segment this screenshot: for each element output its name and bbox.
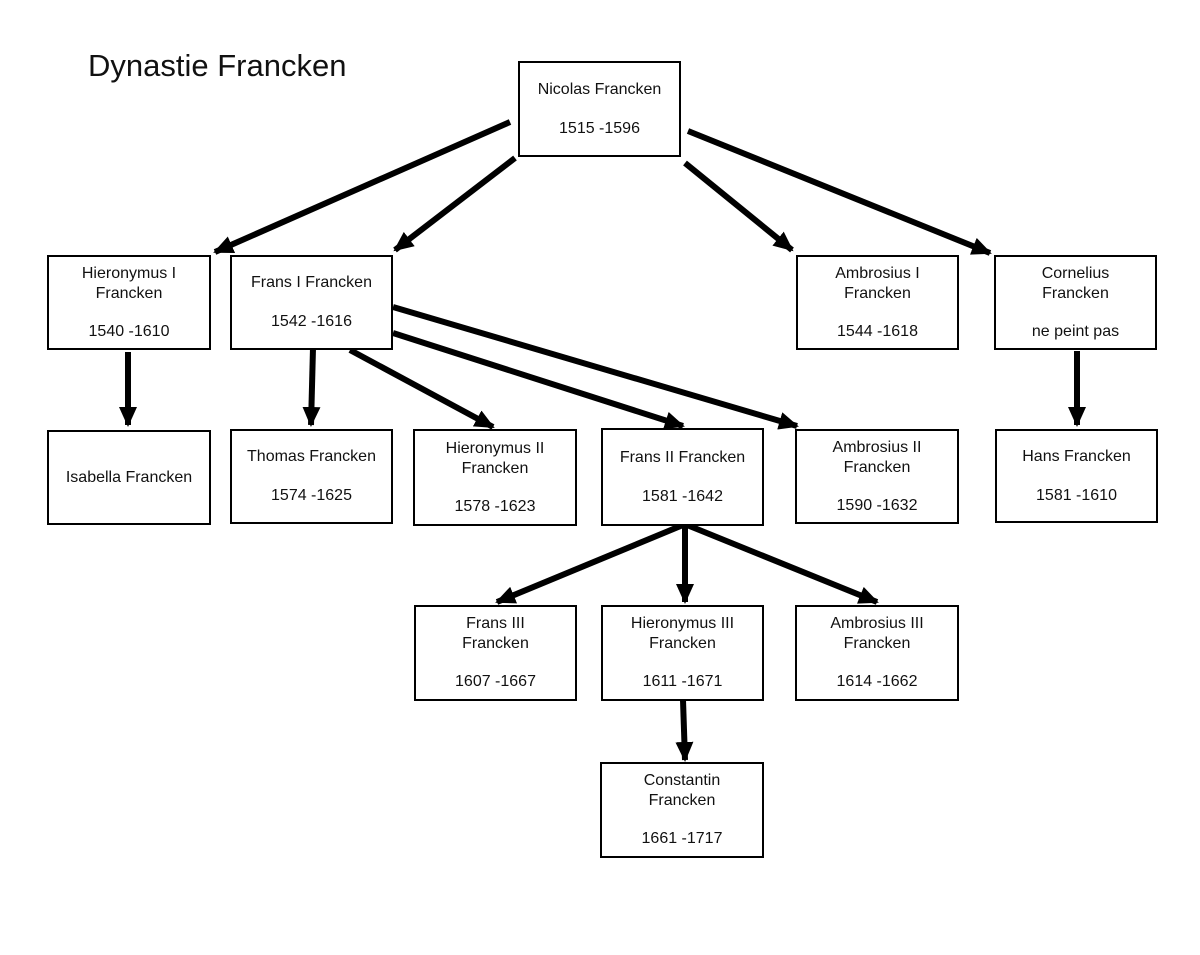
- node-years: 1581 -1610: [1036, 486, 1117, 504]
- node-years: 1544 -1618: [837, 322, 918, 340]
- node-years: 1515 -1596: [559, 119, 640, 137]
- node-frans-iii-francken: Frans III Francken 1607 -1667: [414, 605, 577, 701]
- node-name: Constantin Francken: [643, 772, 721, 809]
- node-years: 1581 -1642: [642, 487, 723, 505]
- arrow-frans1-to-frans2: [392, 330, 685, 430]
- diagram-title: Dynastie Francken: [88, 48, 347, 83]
- node-name: Frans II Francken: [619, 448, 746, 466]
- node-cornelius-francken: Cornelius Francken ne peint pas: [994, 255, 1157, 350]
- node-years: 1614 -1662: [836, 673, 918, 690]
- arrow-frans1-to-thomas: [302, 347, 321, 427]
- node-years: 1661 -1717: [641, 830, 723, 847]
- node-name: Hieronymus II Francken: [445, 439, 545, 477]
- node-hieronymus-ii-francken: Hieronymus II Francken 1578 -1623: [413, 429, 577, 526]
- node-name: Isabella Francken: [65, 468, 193, 486]
- node-hieronymus-i-francken: Hieronymus I Francken 1540 -1610: [47, 255, 211, 350]
- node-name: Ambrosius III Francken: [830, 615, 924, 652]
- node-name: Nicolas Francken: [537, 80, 662, 98]
- arrow-nicolas-to-cornelius: [686, 128, 992, 256]
- node-constantin-francken: Constantin Francken 1661 -1717: [600, 762, 764, 858]
- node-thomas-francken: Thomas Francken 1574 -1625: [230, 429, 393, 524]
- node-ambrosius-ii-francken: Ambrosius II Francken 1590 -1632: [795, 429, 959, 524]
- node-name: Thomas Francken: [247, 448, 376, 465]
- node-name: Cornelius Francken: [1041, 264, 1110, 302]
- arrow-hieronymus3-to-constantin: [675, 699, 694, 762]
- node-name: Frans I Francken: [251, 274, 372, 291]
- node-name: Ambrosius II Francken: [832, 438, 922, 476]
- node-name: Hieronymus I Francken: [81, 264, 177, 302]
- node-frans-i-francken: Frans I Francken 1542 -1616: [230, 255, 393, 350]
- node-years: 1590 -1632: [836, 496, 918, 514]
- node-ambrosius-i-francken: Ambrosius I Francken 1544 -1618: [796, 255, 959, 350]
- node-isabella-francken: Isabella Francken: [47, 430, 211, 525]
- node-name: Hieronymus III Francken: [630, 615, 735, 652]
- node-years: 1540 -1610: [88, 322, 170, 340]
- arrow-frans2-to-ambrosius3: [685, 522, 879, 605]
- node-name: Frans III Francken: [462, 615, 529, 652]
- node-hieronymus-iii-francken: Hieronymus III Francken 1611 -1671: [601, 605, 764, 701]
- node-years: ne peint pas: [1031, 322, 1120, 340]
- node-name: Ambrosius I Francken: [835, 264, 920, 302]
- node-frans-ii-francken: Frans II Francken 1581 -1642: [601, 428, 764, 526]
- arrow-frans2-to-frans3: [495, 522, 685, 605]
- node-name: Hans Francken: [1022, 447, 1131, 465]
- arrow-nicolas-to-hieronymus1: [213, 119, 512, 255]
- node-years: 1542 -1616: [271, 313, 352, 330]
- arrow-frans1-to-ambrosius2: [392, 304, 799, 430]
- arrow-nicolas-to-ambrosius1: [683, 160, 794, 253]
- node-hans-francken: Hans Francken 1581 -1610: [995, 429, 1158, 523]
- node-years: 1611 -1671: [642, 673, 723, 690]
- node-ambrosius-iii-francken: Ambrosius III Francken 1614 -1662: [795, 605, 959, 701]
- node-years: 1578 -1623: [454, 497, 536, 515]
- node-years: 1574 -1625: [271, 487, 352, 504]
- arrow-frans1-to-hieronymus2: [348, 347, 495, 430]
- arrow-nicolas-to-frans1: [393, 155, 517, 253]
- node-years: 1607 -1667: [455, 673, 536, 690]
- node-nicolas-francken: Nicolas Francken 1515 -1596: [518, 61, 681, 157]
